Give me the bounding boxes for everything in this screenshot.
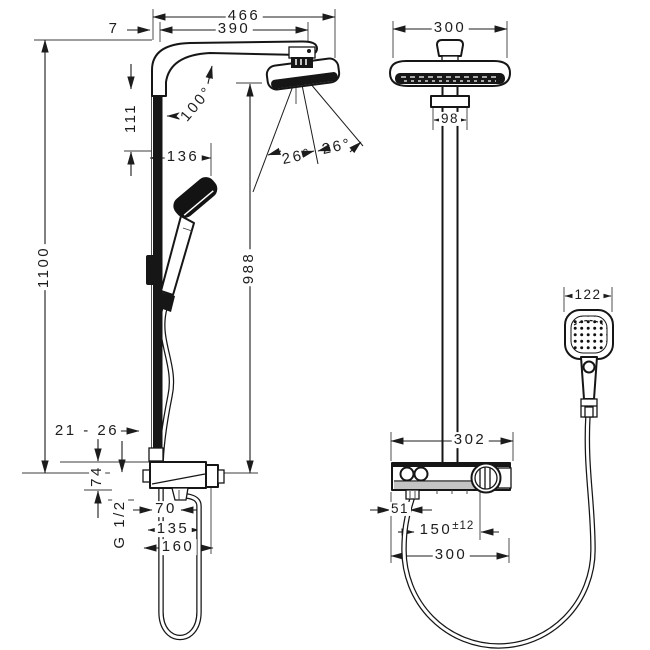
head-knob	[436, 39, 464, 57]
select-button-1	[399, 466, 415, 482]
hand-shower-connector	[157, 292, 175, 312]
dim-connection-width-label: 300	[432, 546, 470, 564]
hose-drop-tolerance: ±12	[452, 520, 475, 533]
hand-shower-handle	[160, 215, 195, 296]
shower-rail	[146, 88, 164, 462]
hand-shower-side	[157, 177, 218, 312]
dim-total-height-label: 1100	[35, 243, 53, 291]
dim-outlet-offset-label: 70	[153, 500, 179, 518]
hose-outlet	[405, 489, 420, 500]
rail-lower-bracket	[148, 447, 164, 462]
dim-thread-size-label: G 1/2	[111, 497, 129, 551]
dim-head-height-label: 988	[240, 249, 258, 287]
dim-handshower-width-label: 122	[572, 286, 604, 303]
grip-hole	[582, 360, 596, 374]
dim-shelf-width-label: 302	[451, 431, 489, 449]
dim-wall-gap-label: 7	[106, 20, 122, 38]
shower-arm	[151, 40, 318, 97]
dim-valve-depth-label: 160	[159, 538, 197, 556]
hose-side	[158, 305, 202, 641]
dim-hose-loop-width-label: 135	[154, 520, 192, 538]
overhead-shower-side	[265, 46, 341, 91]
dim-total-depth-label: 466	[225, 7, 263, 25]
front-extension-lines	[390, 21, 613, 563]
dim-bracket-width-label: 98	[438, 110, 462, 127]
dim-upper-section-label: 111	[122, 100, 140, 136]
dim-outlet-inset-label: 51	[388, 500, 412, 517]
dim-valve-height-label: 74	[88, 463, 106, 489]
front-view	[370, 21, 614, 649]
valve-outlet	[171, 487, 189, 501]
hand-shower-front	[564, 309, 614, 418]
hose-front	[401, 412, 596, 649]
hose-drop-value: 150	[419, 521, 453, 539]
rail-holder-bracket	[146, 255, 156, 285]
dim-head-width-label: 300	[431, 19, 469, 37]
select-button-2	[413, 466, 429, 482]
dim-handshower-projection-label: 136	[164, 148, 202, 166]
dim-hose-drop-label: 150±12	[417, 520, 477, 539]
dim-arm-projection-label: 390	[215, 20, 253, 38]
spray-lines	[252, 69, 364, 193]
thermostat-side	[142, 461, 225, 501]
dim-mount-range-label: 21 - 26	[52, 422, 122, 440]
overhead-shower-front	[389, 39, 511, 464]
thermostat-front	[391, 462, 512, 500]
ceiling-bracket	[430, 95, 470, 108]
head-mount	[288, 46, 316, 59]
